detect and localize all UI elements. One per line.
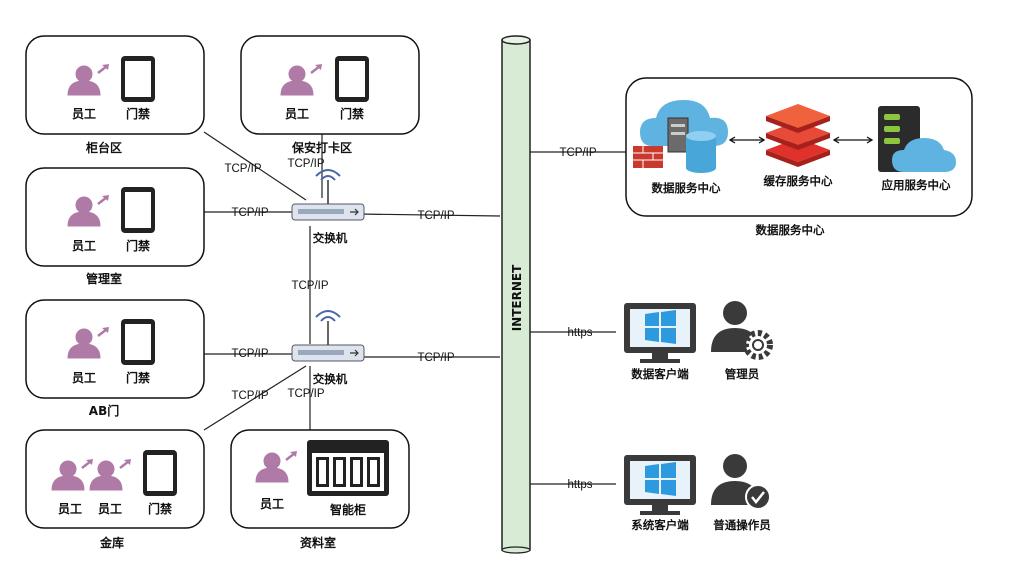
proto-counter: TCP/IP [224,163,261,175]
switch-icon-top [291,169,365,221]
zone-ab-title: AB门 [89,403,119,418]
proto-archive: TCP/IP [287,388,324,400]
datacenter-title: 数据服务中心 [756,223,825,237]
monitor-windows-icon [624,455,696,515]
bidirectional-arrow-icon [728,136,766,144]
tablet-icon [121,187,155,233]
tablet-icon [335,56,369,102]
label-person-2: 员工 [98,502,122,516]
label-door: 门禁 [126,106,150,121]
label-person: 员工 [72,107,96,121]
zone-security: 员工 门禁 保安打卡区 [240,35,420,155]
system-client: 系统客户端 [624,455,696,532]
zone-ab-box [25,299,205,399]
app-service-label: 应用服务中心 [882,178,951,192]
zone-archive: 员工 智能柜 资料室 [230,429,410,550]
internet-pipe: INTERNET [501,35,531,554]
zone-security-box [240,35,420,135]
data-service-icon [633,100,728,173]
zone-counter-title: 柜台区 [85,140,122,155]
switch-bottom-label: 交换机 [313,372,348,386]
cache-service-label: 缓存服务中心 [764,174,833,188]
monitor-windows-icon [624,303,696,363]
zone-vault: 员工 员工 门禁 金库 [25,429,205,550]
label-person: 员工 [285,107,309,121]
label-cabinet: 智能柜 [329,502,366,517]
label-door: 门禁 [148,501,172,516]
switch-top-label: 交换机 [313,231,348,245]
system-client-label: 系统客户端 [631,518,689,532]
proto-switch-top-internet: TCP/IP [417,210,454,222]
operator-label: 普通操作员 [713,518,771,532]
label-door: 门禁 [126,238,150,253]
datacenter: 数据服务中心 缓存服务中心 应用服务中心 数据服务中心 [625,77,973,237]
protocol-labels: TCP/IP TCP/IP TCP/IP TCP/IP TCP/IP TCP/I… [224,147,596,491]
proto-https-admin: https [568,327,593,339]
smart-cabinet-icon [307,440,389,496]
admin-label: 管理员 [725,367,760,381]
operator-check-icon [711,454,771,510]
proto-security: TCP/IP [287,158,324,170]
proto-manage: TCP/IP [231,207,268,219]
admin-gear-icon [711,301,773,360]
switch-icon-bottom [291,310,365,362]
zone-security-title: 保安打卡区 [291,140,352,155]
proto-vault: TCP/IP [231,390,268,402]
tablet-icon [121,56,155,102]
zone-manage-box [25,167,205,267]
zone-ab: 员工 门禁 AB门 [25,299,205,418]
proto-ab: TCP/IP [231,348,268,360]
label-door: 门禁 [340,106,364,121]
tablet-icon [143,450,177,496]
zone-archive-title: 资料室 [300,535,336,550]
label-person: 员工 [260,497,284,511]
zone-manage-title: 管理室 [86,271,122,286]
connection-lines [203,131,626,485]
zone-vault-title: 金库 [99,535,124,550]
label-person: 员工 [72,239,96,253]
data-service-label: 数据服务中心 [652,181,721,195]
zone-manage: 员工 门禁 管理室 [25,167,205,286]
label-person-1: 员工 [58,502,82,516]
proto-https-operator: https [568,479,593,491]
proto-switch-bottom-internet: TCP/IP [417,352,454,364]
operator: 普通操作员 [711,454,771,532]
proto-switch-link: TCP/IP [291,280,328,292]
admin: 管理员 [711,301,773,381]
label-door: 门禁 [126,370,150,385]
app-service-icon [878,106,956,172]
zone-counter: 员工 门禁 柜台区 [25,35,205,155]
cache-service-icon [766,104,830,167]
bidirectional-arrow-icon [832,136,874,144]
data-client: 数据客户端 [624,303,696,381]
tablet-icon [121,319,155,365]
internet-label: INTERNET [510,264,524,331]
label-person: 员工 [72,371,96,385]
proto-datacenter: TCP/IP [559,147,596,159]
data-client-label: 数据客户端 [631,367,689,381]
zone-counter-box [25,35,205,135]
